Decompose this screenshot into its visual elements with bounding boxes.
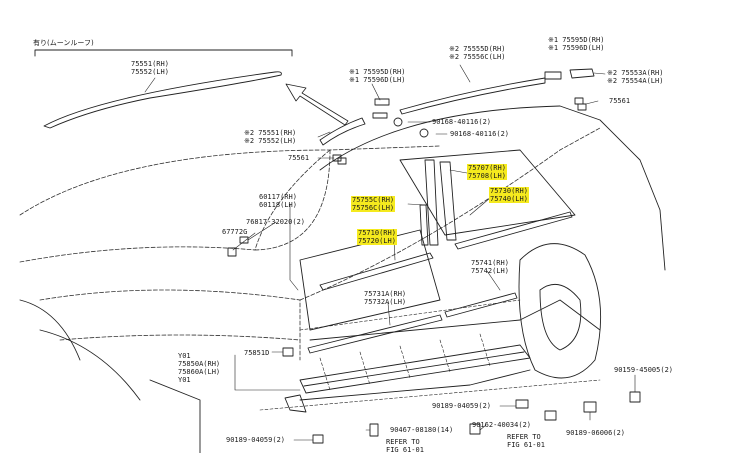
part-label-75553a: ※2 75553A(RH) ※2 75554A(LH) — [607, 69, 664, 85]
part-label-75555d: ※2 75555D(RH) ※2 75556C(LH) — [449, 45, 506, 61]
part-label-90168-b: 90168-40116(2) — [450, 130, 510, 138]
clip-76817 — [239, 236, 249, 244]
pillar-garnish-75755 — [424, 159, 439, 246]
part-label-90168-a: 90168-40116(2) — [432, 118, 492, 126]
door-moulding-75731 — [307, 314, 443, 354]
hidden-lines — [259, 299, 601, 411]
part-label-67772g: 67772G — [222, 228, 248, 236]
part-label-90189-c: 90189-04059(2) — [226, 436, 286, 444]
clip-90189-a — [515, 399, 529, 409]
part-label-75595d-left: ※1 75595D(RH) ※1 75596D(LH) — [349, 68, 406, 84]
part-label-90162: 90162-40034(2) — [472, 421, 532, 429]
clip-75851 — [282, 347, 294, 357]
part-label-90189-a: 90189-04059(2) — [432, 402, 492, 410]
part-label-90189-b: 90189-06006(2) — [566, 429, 626, 437]
door-moulding-75741 — [444, 292, 518, 318]
part-label-75741: 75741(RH) 75742(LH) — [471, 259, 509, 275]
rocker-panel — [299, 344, 531, 394]
moonroof-bracket — [34, 49, 293, 57]
part-label-75851d: 75851D — [244, 349, 270, 357]
screw-90168-b — [419, 128, 429, 138]
part-label-75595d-top: ※1 75595D(RH) ※1 75596D(LH) — [548, 36, 605, 52]
rocker-end — [284, 394, 307, 413]
rail-cap-1 — [374, 98, 390, 106]
pillar-strip — [419, 204, 429, 246]
refer-note-b: REFER TO FIG 61-01 — [507, 433, 545, 449]
rocker-inner — [303, 351, 525, 387]
clip-90189-d — [544, 410, 557, 421]
part-label-76817: 76817-32020(2) — [246, 218, 306, 226]
direction-arrow — [285, 83, 349, 126]
car-body — [19, 127, 601, 361]
part-label-60117: 60117(RH) 60118(LH) — [259, 193, 297, 209]
roof-rail-front — [319, 117, 366, 146]
refer-note-a: REFER TO FIG 61-01 — [386, 438, 424, 453]
moonroof-note: 有り(ムーンルーフ) — [33, 39, 94, 47]
clip-90162 — [469, 423, 481, 435]
clip-90189-c — [312, 434, 324, 444]
screw-90159 — [629, 391, 641, 403]
roof-molding-detached — [43, 71, 282, 129]
part-label-75710-highlight: 75710(RH) 75720(LH) — [357, 229, 397, 245]
part-label-75551-mid: ※2 75551(RH) ※2 75552(LH) — [244, 129, 297, 145]
clip-75561-l — [332, 154, 347, 165]
pillar-garnish-75707 — [439, 161, 457, 241]
rail-cap-tr — [544, 71, 562, 80]
part-label-75731a: 75731A(RH) 75732A(LH) — [364, 290, 407, 306]
rail-cap-2 — [372, 112, 388, 119]
part-label-75850a: Y01 75850A(RH) 75860A(LH) Y01 — [178, 352, 221, 384]
part-label-75730-highlight: 75730(RH) 75740(LH) — [489, 187, 529, 203]
part-label-90467: 90467-08180(14) — [390, 426, 454, 434]
part-label-75551: 75551(RH) 75552(LH) — [131, 60, 169, 76]
clip-90189-b — [583, 401, 597, 413]
part-label-75561-left: 75561 — [288, 154, 310, 162]
clip-75561-r — [574, 97, 587, 111]
end-piece-tr — [569, 68, 595, 79]
part-label-75561-right: 75561 — [609, 97, 631, 105]
part-label-75755c-highlight: 75755C(RH) 75756C(LH) — [351, 196, 396, 212]
leader-lines — [144, 64, 636, 441]
part-label-75707-highlight: 75707(RH) 75708(LH) — [467, 164, 507, 180]
clip-90467 — [369, 423, 379, 437]
part-label-90159: 90159-45005(2) — [614, 366, 674, 374]
belt-moulding-rear — [454, 211, 573, 250]
clip-67772 — [227, 247, 237, 257]
roof-rail-rh — [399, 77, 546, 115]
screw-90168-a — [393, 117, 403, 127]
belt-moulding-front — [319, 252, 434, 291]
